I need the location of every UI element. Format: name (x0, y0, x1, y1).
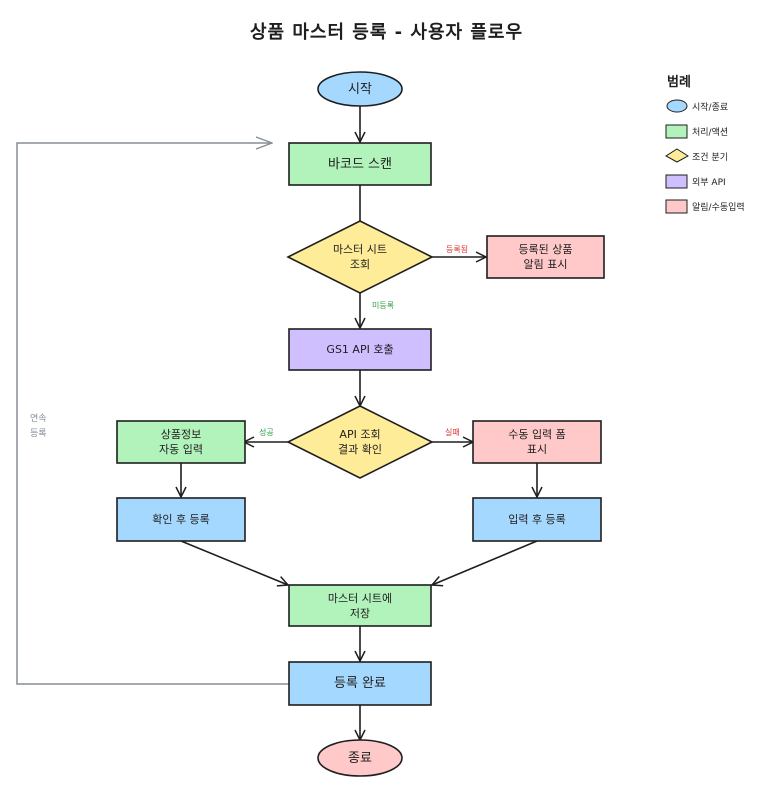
legend-label-alert: 알림/수동입력 (692, 203, 745, 213)
node-barcode-scan-shape (288, 142, 432, 186)
node-master-lookup-shape (286, 220, 434, 294)
node-register-done-shape (288, 661, 432, 706)
node-registered-alert-shape (486, 235, 605, 279)
legend-swatch-terminal (666, 99, 688, 113)
node-input-register: 입력 후 등록 (508, 513, 566, 526)
node-manual-form-shape (472, 420, 602, 464)
edge-label-continuous: 연속 등록 (30, 414, 47, 439)
legend-swatch-decision (665, 148, 689, 163)
edge-label-unregistered: 미등록 (372, 301, 395, 310)
node-confirm-register-shape (116, 497, 246, 542)
node-gs1-api-shape (288, 328, 432, 371)
node-gs1-api: GS1 API 호출 (326, 343, 394, 356)
node-api-result-shape (286, 405, 434, 479)
edge-input-to-save (432, 540, 538, 585)
legend-swatch-external-api (665, 174, 688, 189)
edge-confirm-to-save (180, 540, 288, 585)
legend-label-process: 처리/액션 (692, 128, 729, 138)
node-save-master-shape (288, 584, 432, 627)
node-master-lookup: 마스터 시트 조회 (332, 243, 388, 271)
edge-label-fail: 실패 (445, 428, 460, 437)
node-input-register-shape (472, 497, 602, 542)
legend-swatch-process (665, 124, 688, 139)
edge-label-success: 성공 (259, 428, 274, 437)
legend-label-decision: 조건 분기 (692, 153, 728, 163)
legend-label-terminal: 시작/종료 (692, 103, 729, 113)
legend-label-external-api: 외부 API (692, 178, 726, 188)
node-end: 종료 (348, 750, 372, 766)
node-save-master: 마스터 시트에 저장 (327, 591, 393, 620)
node-start: 시작 (348, 81, 372, 97)
node-register-done: 등록 완료 (334, 676, 386, 691)
node-registered-alert: 등록된 상품 알림 표시 (518, 243, 573, 271)
edge-label-registered: 등록됨 (446, 245, 469, 254)
node-confirm-register: 확인 후 등록 (152, 513, 210, 526)
node-api-result: API 조회 결과 확인 (338, 428, 382, 456)
legend-title: 범례 (667, 75, 691, 90)
node-auto-fill-shape (116, 420, 246, 464)
node-auto-fill: 상품정보 자동 입력 (159, 428, 203, 456)
node-manual-form: 수동 입력 폼 표시 (508, 428, 566, 456)
legend-swatch-alert (665, 199, 688, 214)
node-barcode-scan: 바코드 스캔 (328, 156, 392, 172)
node-end-shape (317, 739, 403, 777)
loop-edge-continuous (16, 143, 289, 685)
diagram-title: 상품 마스터 등록 - 사용자 플로우 (249, 22, 524, 43)
node-start-shape (317, 71, 403, 107)
